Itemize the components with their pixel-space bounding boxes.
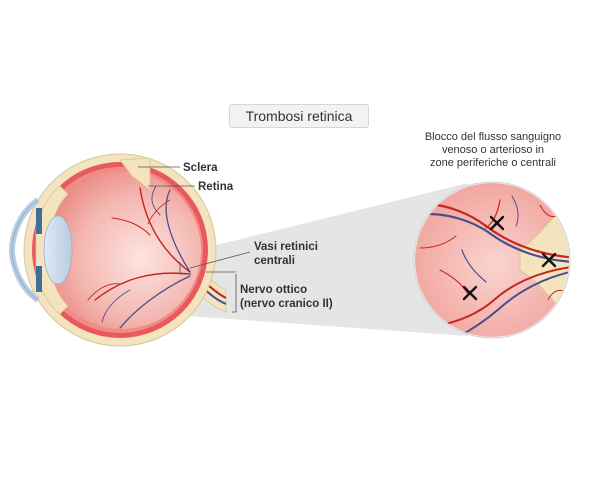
label-leader-lines xyxy=(138,166,251,313)
layer-cutaway xyxy=(119,157,151,191)
blockage-marker xyxy=(541,252,557,268)
label-nerve-line2: (nervo cranico II) xyxy=(240,298,333,310)
blockage-marker xyxy=(462,285,478,301)
label-nerve-line1: Nervo ottico xyxy=(240,284,308,296)
diagram-title: Trombosi retinica xyxy=(229,104,369,128)
callout-line3: zone periferiche o centrali xyxy=(430,157,556,169)
iris xyxy=(36,208,42,234)
label-central-retinal-vessels: Vasi retinici centrali xyxy=(254,240,318,268)
callout-line1: Blocco del flusso sanguigno xyxy=(424,131,562,143)
label-optic-nerve: Nervo ottico (nervo cranico II) xyxy=(240,283,333,311)
label-vessels-line2: centrali xyxy=(254,255,295,267)
blockage-marker xyxy=(489,215,505,231)
label-sclera: Sclera xyxy=(183,162,218,174)
blockage-callout: Blocco del flusso sanguigno venoso o art… xyxy=(405,131,581,170)
blockage-markers xyxy=(462,215,557,301)
label-vessels-line1: Vasi retinici xyxy=(254,241,318,253)
magnifier-cone xyxy=(188,183,468,336)
callout-line2: venoso o arterioso in xyxy=(441,144,545,156)
eye-cross-section xyxy=(8,153,227,347)
label-retina: Retina xyxy=(198,181,234,193)
lens xyxy=(43,215,73,285)
